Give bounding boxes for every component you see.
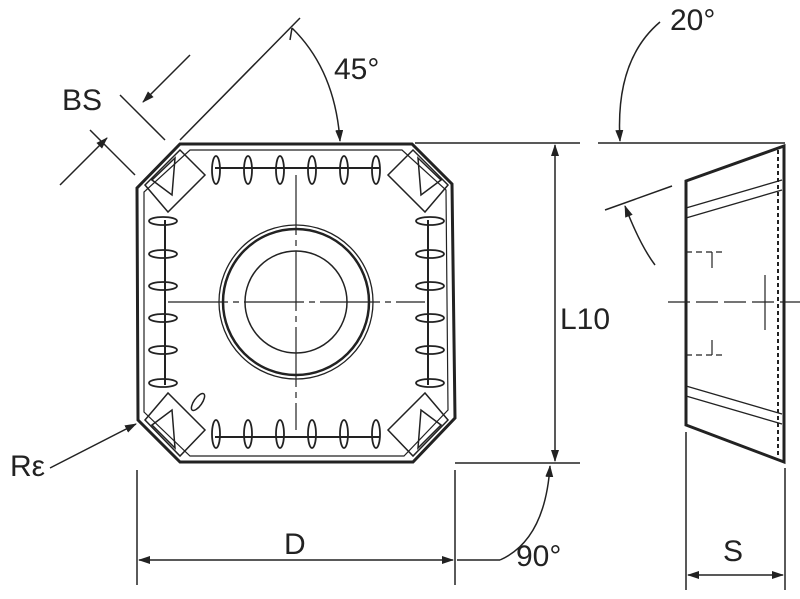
groove [415, 281, 445, 291]
bs-label: BS [62, 84, 103, 117]
insert-side-view [668, 143, 800, 465]
groove [243, 155, 253, 185]
groove [211, 155, 221, 185]
groove [275, 419, 285, 449]
groove [415, 249, 445, 259]
groove [415, 345, 445, 355]
groove [148, 378, 178, 388]
groove [148, 345, 178, 355]
angle-20-label: 20° [670, 4, 716, 37]
groove [211, 419, 221, 449]
s-label: S [723, 535, 744, 568]
l10-label: L10 [560, 303, 611, 336]
groove [148, 313, 178, 323]
groove [307, 155, 317, 185]
angle-90-label: 90° [516, 540, 562, 573]
angle-45-label: 45° [334, 53, 380, 86]
d-label: D [284, 528, 306, 561]
groove [415, 313, 445, 323]
insert-top-view [135, 142, 457, 464]
groove [148, 216, 178, 226]
groove [415, 378, 445, 388]
dimension-lines [49, 17, 786, 590]
groove [415, 216, 445, 226]
groove [243, 419, 253, 449]
groove [339, 419, 349, 449]
groove [275, 155, 285, 185]
groove [371, 155, 381, 185]
groove [148, 281, 178, 291]
groove [339, 155, 349, 185]
groove [371, 419, 381, 449]
groove [148, 249, 178, 259]
groove [307, 419, 317, 449]
r-epsilon-label: Rε [10, 450, 46, 483]
